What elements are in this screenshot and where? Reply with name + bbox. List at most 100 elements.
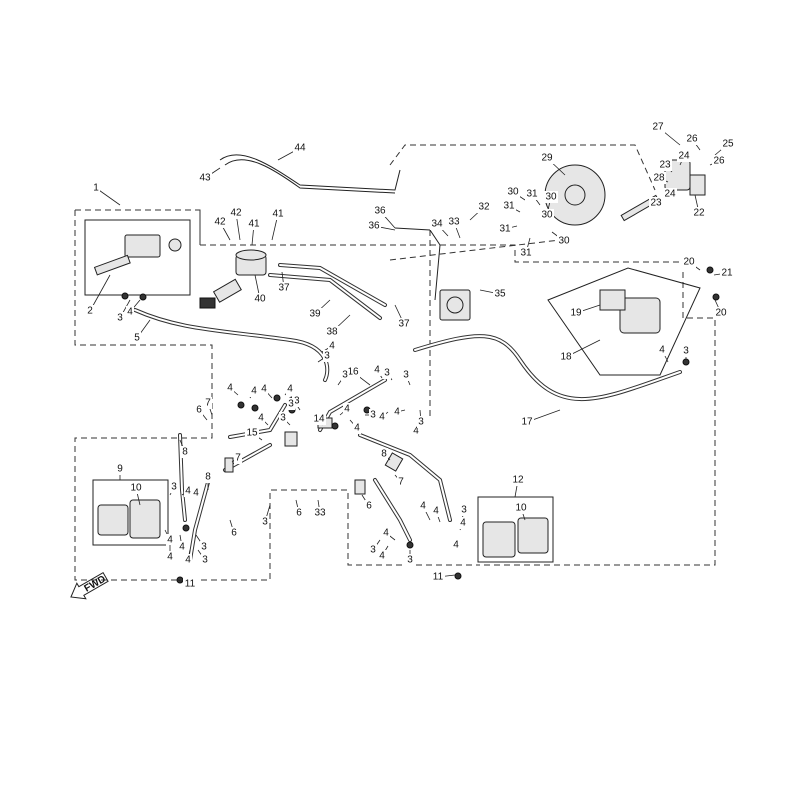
callout-background [170, 481, 178, 493]
callout-number: 24 [678, 151, 690, 162]
callout-background [116, 463, 124, 475]
components [93, 159, 720, 584]
callout-background [247, 218, 261, 230]
callout-3: 3 [285, 398, 295, 410]
callout-number: 17 [521, 417, 533, 428]
callout-3: 3 [197, 549, 209, 566]
callout-9: 9 [116, 463, 124, 480]
callout-6: 6 [295, 499, 303, 519]
callout-background [260, 383, 268, 395]
callout-number: 41 [248, 219, 260, 230]
callout-background [328, 340, 336, 352]
callout-29: 29 [540, 152, 566, 176]
callout-3: 3 [337, 369, 349, 386]
callout-44: 44 [277, 142, 307, 161]
callout-number: 2 [87, 306, 93, 317]
callout-background [682, 345, 690, 357]
callout-number: 9 [117, 464, 123, 475]
callout-34: 34 [430, 218, 449, 237]
callout-background [431, 571, 445, 583]
callout-number: 30 [545, 192, 557, 203]
callout-number: 6 [196, 405, 202, 416]
callout-39: 39 [308, 299, 331, 320]
callout-3: 3 [195, 534, 208, 553]
callout-4: 4 [257, 412, 269, 426]
callout-number: 33 [314, 508, 326, 519]
callout-number: 18 [560, 352, 572, 363]
callout-background [343, 403, 351, 415]
callout-number: 8 [205, 472, 211, 483]
callout-background [286, 383, 294, 395]
callout-5: 5 [133, 319, 151, 344]
callout-background [430, 218, 444, 230]
callout-number: 14 [313, 414, 325, 425]
callout-number: 3 [403, 370, 409, 381]
callout-number: 4 [413, 426, 419, 437]
callout-number: 40 [254, 294, 266, 305]
callout-number: 19 [570, 308, 582, 319]
callout-background [658, 159, 672, 171]
callout-background [178, 541, 186, 553]
callout-31: 31 [519, 237, 533, 259]
callout-7: 7 [394, 474, 405, 488]
callout-31: 31 [498, 223, 518, 235]
callout-4: 4 [181, 485, 192, 497]
callout-number: 12 [512, 475, 524, 486]
callout-background [417, 416, 425, 428]
callout-4: 4 [393, 406, 406, 418]
callout-number: 3 [280, 413, 286, 424]
callout-background [652, 172, 666, 184]
callout-background [720, 267, 734, 279]
callout-22: 22 [692, 194, 706, 219]
callout-4: 4 [166, 545, 174, 563]
callout-10: 10 [514, 502, 528, 521]
callout-background [166, 551, 174, 563]
callout-number: 42 [230, 208, 242, 219]
callout-number: 34 [431, 219, 443, 230]
callout-number: 15 [246, 428, 258, 439]
callout-4: 4 [378, 411, 389, 423]
callout-background [412, 425, 420, 437]
callout-background [369, 409, 377, 421]
callout-number: 4 [258, 413, 264, 424]
callout-14: 14 [312, 413, 326, 426]
callout-number: 4 [659, 345, 665, 356]
callout-7: 7 [204, 397, 213, 416]
callout-number: 36 [374, 206, 386, 217]
callout-37: 37 [277, 271, 291, 294]
callout-background [692, 207, 706, 219]
callout-3: 3 [369, 539, 381, 556]
callout-background [520, 416, 534, 428]
callout-number: 4 [460, 518, 466, 529]
callout-background [253, 293, 267, 305]
callout-number: 7 [398, 477, 404, 488]
callout-background [323, 350, 331, 362]
callout-number: 42 [214, 217, 226, 228]
callout-31: 31 [502, 200, 521, 213]
callout-background [651, 121, 665, 133]
callout-background [502, 200, 516, 212]
callout-number: 4 [193, 488, 199, 499]
callout-number: 3 [461, 505, 467, 516]
callout-number: 3 [262, 517, 268, 528]
callout-background [365, 500, 373, 512]
callout-31: 31 [525, 188, 541, 206]
callout-number: 26 [686, 134, 698, 145]
callout-background [452, 539, 460, 551]
callout-number: 16 [347, 367, 359, 378]
callout-number: 26 [713, 156, 725, 167]
callout-number: 7 [205, 398, 211, 409]
callout-number: 23 [650, 198, 662, 209]
callout-4: 4 [378, 545, 389, 562]
callout-number: 4 [127, 307, 133, 318]
callout-32: 32 [469, 201, 491, 221]
callout-background [498, 223, 512, 235]
callout-4: 4 [226, 382, 239, 396]
callout-number: 5 [134, 333, 140, 344]
callout-background [133, 332, 141, 344]
callout-background [271, 208, 285, 220]
callout-4: 4 [373, 364, 383, 379]
callout-number: 31 [526, 189, 538, 200]
callout-background [373, 364, 381, 376]
